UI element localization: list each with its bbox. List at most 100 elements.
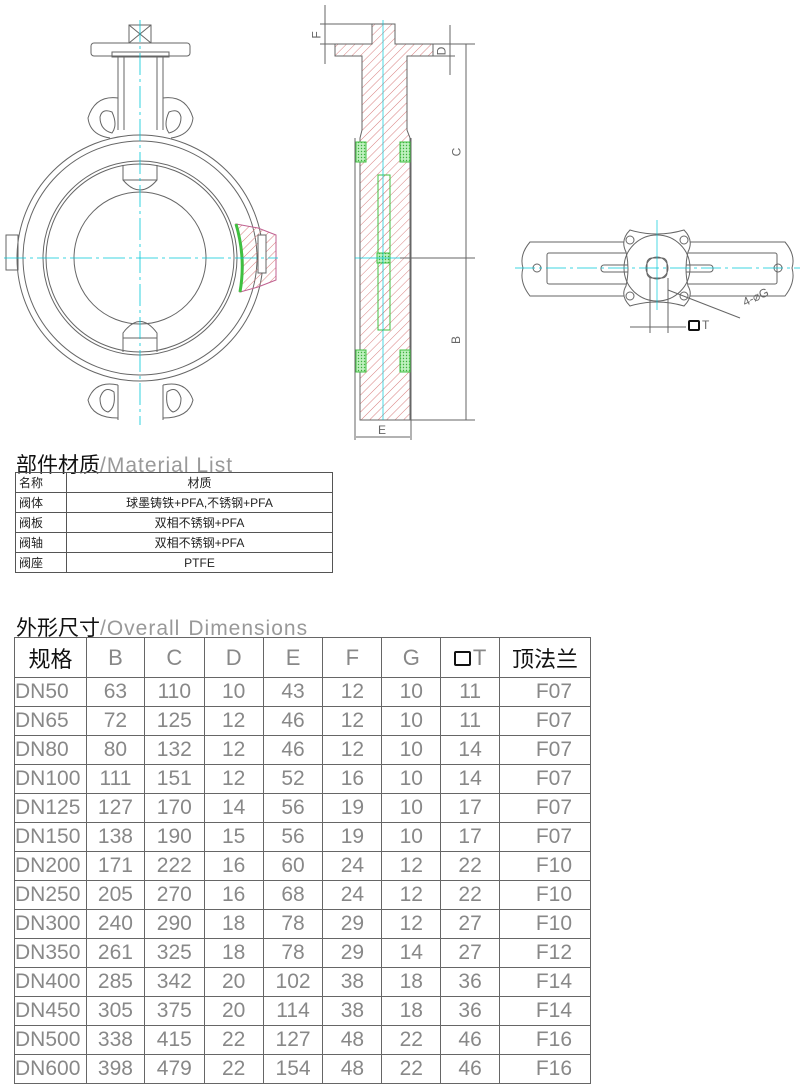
value-cell: 63 (85, 677, 145, 707)
value-cell: 43 (262, 677, 324, 707)
value-cell: 22 (203, 1025, 264, 1055)
column-header-label: B (108, 644, 123, 670)
value-cell: 38 (322, 996, 383, 1026)
value-cell: 20 (203, 967, 264, 997)
value-cell: 10 (381, 822, 442, 852)
dim-label-e: E (378, 423, 387, 437)
part-name: 阀座 (15, 552, 67, 573)
value-cell: 170 (143, 793, 205, 823)
value-cell: F14 (499, 996, 591, 1026)
value-cell: 338 (85, 1025, 145, 1055)
value-cell: 18 (381, 996, 442, 1026)
value-cell: 22 (203, 1054, 264, 1084)
value-cell: 325 (143, 938, 205, 968)
value-cell: F07 (499, 764, 591, 794)
table-header-row: 名称 材质 (15, 472, 333, 493)
value-cell: 415 (143, 1025, 205, 1055)
value-cell: 12 (381, 880, 442, 910)
value-cell: 19 (322, 793, 383, 823)
value-cell: 12 (381, 851, 442, 881)
column-header-label: G (402, 644, 420, 670)
size-cell: DN65 (14, 706, 87, 736)
value-cell: F07 (499, 677, 591, 707)
value-cell: F16 (499, 1054, 591, 1084)
header-name: 名称 (15, 472, 67, 493)
value-cell: F14 (499, 967, 591, 997)
value-cell: 36 (440, 996, 501, 1026)
value-cell: 479 (143, 1054, 205, 1084)
value-cell: 12 (322, 735, 383, 765)
value-cell: 48 (322, 1025, 383, 1055)
value-cell: 125 (143, 706, 205, 736)
value-cell: 127 (262, 1025, 324, 1055)
value-cell: 18 (203, 909, 264, 939)
value-cell: 19 (322, 822, 383, 852)
value-cell: 270 (143, 880, 205, 910)
column-header-label: E (285, 644, 301, 670)
column-header-label: T (472, 644, 487, 670)
value-cell: 60 (262, 851, 324, 881)
value-cell: 46 (262, 706, 324, 736)
value-cell: 151 (143, 764, 205, 794)
value-cell: 15 (203, 822, 264, 852)
size-cell: DN450 (14, 996, 87, 1026)
column-header-label: D (225, 644, 242, 670)
dim-label-f: F (309, 31, 324, 39)
value-cell: 17 (440, 793, 501, 823)
size-cell: DN80 (14, 735, 87, 765)
value-cell: 78 (262, 909, 324, 939)
value-cell: 56 (262, 822, 324, 852)
square-icon (453, 651, 471, 667)
value-cell: 29 (322, 938, 383, 968)
square-icon (688, 320, 700, 332)
value-cell: 14 (440, 735, 501, 765)
value-cell: F07 (499, 706, 591, 736)
value-cell: F10 (499, 909, 591, 939)
value-cell: 80 (85, 735, 145, 765)
value-cell: 261 (85, 938, 145, 968)
column-header-label: 规格 (28, 646, 73, 672)
value-cell: F07 (499, 822, 591, 852)
column-header: G (381, 637, 442, 678)
size-cell: DN350 (14, 938, 87, 968)
size-cell: DN500 (14, 1025, 87, 1055)
value-cell: 12 (322, 677, 383, 707)
value-cell: F12 (499, 938, 591, 968)
value-cell: 240 (85, 909, 145, 939)
value-cell: 114 (262, 996, 324, 1026)
column-header: 规格 (14, 637, 87, 678)
part-material: 双相不锈钢+PFA (66, 512, 333, 533)
value-cell: 22 (440, 880, 501, 910)
part-name: 阀轴 (15, 532, 67, 553)
valve-drawing (4, 5, 800, 440)
value-cell: 14 (381, 938, 442, 968)
value-cell: 22 (440, 851, 501, 881)
dim-label-b: B (449, 335, 464, 345)
value-cell: 10 (381, 706, 442, 736)
size-cell: DN400 (14, 967, 87, 997)
part-material: 双相不锈钢+PFA (66, 532, 333, 553)
value-cell: 78 (262, 938, 324, 968)
front-view (5, 24, 277, 420)
value-cell: F16 (499, 1025, 591, 1055)
dim-label-c: C (449, 147, 464, 157)
value-cell: 12 (203, 706, 264, 736)
value-cell: 12 (203, 735, 264, 765)
column-header-label: 顶法兰 (512, 646, 579, 672)
value-cell: F07 (499, 735, 591, 765)
value-cell: 46 (262, 735, 324, 765)
value-cell: 16 (203, 880, 264, 910)
part-name: 阀板 (15, 512, 67, 533)
size-cell: DN50 (14, 677, 87, 707)
table-row: 阀轴双相不锈钢+PFA (15, 532, 333, 553)
header-material: 材质 (66, 472, 333, 493)
